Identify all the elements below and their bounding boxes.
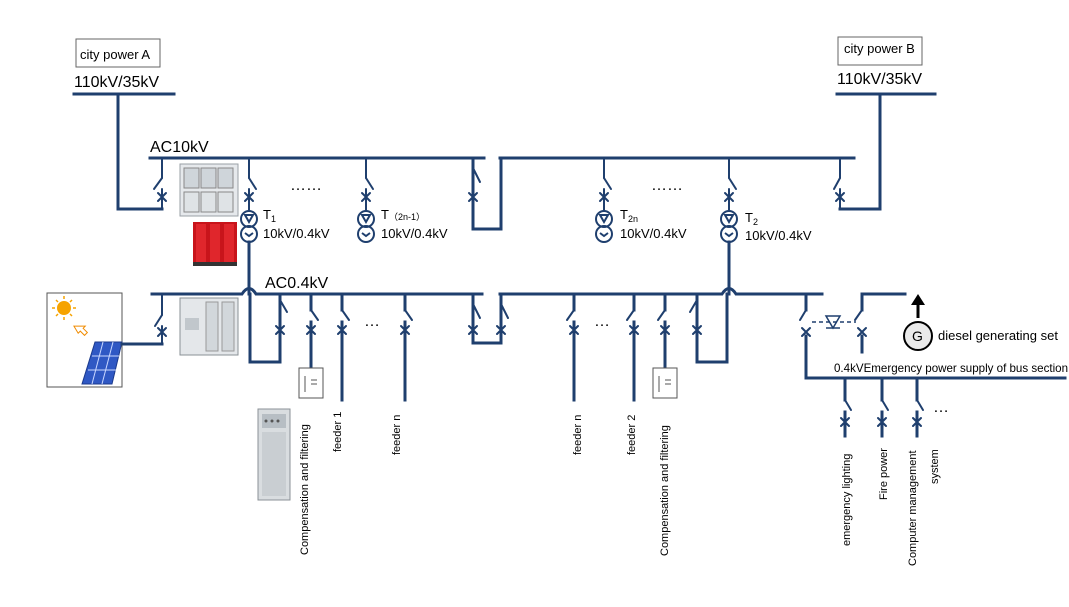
transformer-t1: [240, 210, 258, 243]
emergency-breakers: [840, 376, 924, 438]
emergency-ellipsis: …: [933, 399, 949, 416]
lv-switchgear-image: [179, 297, 239, 356]
transformer-t2: [720, 210, 738, 243]
lv-bus-left: [150, 287, 484, 296]
generator-symbol: G: [912, 328, 923, 344]
transformer-t2n-1-label: T（2n-1）: [381, 207, 425, 222]
load-fire-power: Fire power: [878, 448, 890, 500]
city-power-a-feed: [116, 92, 164, 211]
feeder-label-left-compensation: Compensation and filtering: [299, 424, 311, 555]
transformer-image: [193, 222, 237, 266]
feeder-label-right-compensation: Compensation and filtering: [659, 425, 671, 556]
diesel-generator: [903, 294, 933, 351]
feeder-label-right-n: feeder n: [572, 415, 584, 455]
feeder-label-right-2: feeder 2: [626, 415, 638, 455]
transformer-t2n-label: T2n: [620, 207, 638, 224]
compensation-symbol-left: [298, 367, 324, 399]
lv-bus-coupler: [471, 292, 503, 345]
transformer-t2-label: T2: [745, 210, 758, 227]
solar-panel-image: [46, 292, 123, 388]
compensation-cabinet-image: [257, 408, 291, 501]
lv-breakers-right: [496, 292, 867, 402]
lv-breakers-left: [154, 292, 481, 402]
city-power-a-box: [75, 38, 161, 68]
load-emergency-lighting: emergency lighting: [841, 454, 853, 546]
hv-ellipsis-right: ……: [651, 177, 683, 194]
city-power-b-voltage: 110kV/35kV: [837, 71, 922, 88]
transformer-t2n: [595, 210, 613, 243]
feeder-label-left-n: feeder n: [391, 415, 403, 455]
city-power-a-label: city power A: [80, 47, 150, 62]
hv-ellipsis-left: ……: [290, 177, 322, 194]
transformer-t1-ratio: 10kV/0.4kV: [263, 226, 330, 241]
generator-label: diesel generating set: [938, 328, 1058, 343]
transformer-t2n-ratio: 10kV/0.4kV: [620, 226, 687, 241]
ats-switch-symbol: [812, 315, 856, 330]
city-power-b-feed: [838, 92, 882, 211]
hv-switchgear-image: [179, 163, 239, 217]
transformer-t2n-1: [357, 210, 375, 243]
load-computer-management: Computer management: [907, 450, 919, 566]
lv-ellipsis-left: …: [364, 313, 380, 330]
compensation-symbol-right: [652, 367, 678, 399]
hv-bus-label: AC10kV: [150, 139, 209, 156]
lv-bus-right: [498, 287, 824, 296]
lv-ellipsis-right: …: [594, 313, 610, 330]
lv-bus-label: AC0.4kV: [265, 275, 328, 292]
feeder-label-left-1: feeder 1: [332, 412, 344, 452]
hv-breakers: [153, 157, 845, 211]
city-power-a-voltage: 110kV/35kV: [74, 74, 159, 91]
transformer-t2-ratio: 10kV/0.4kV: [745, 228, 812, 243]
emergency-bus-label: 0.4kVEmergency power supply of bus secti…: [834, 361, 1068, 375]
load-computer-management-system: system: [929, 449, 941, 484]
city-power-b-label: city power B: [844, 41, 915, 56]
city-power-b-box: [837, 36, 923, 66]
transformer-t2n-1-ratio: 10kV/0.4kV: [381, 226, 448, 241]
transformer-t1-label: T1: [263, 207, 276, 224]
hv-bus-coupler: [471, 156, 503, 231]
